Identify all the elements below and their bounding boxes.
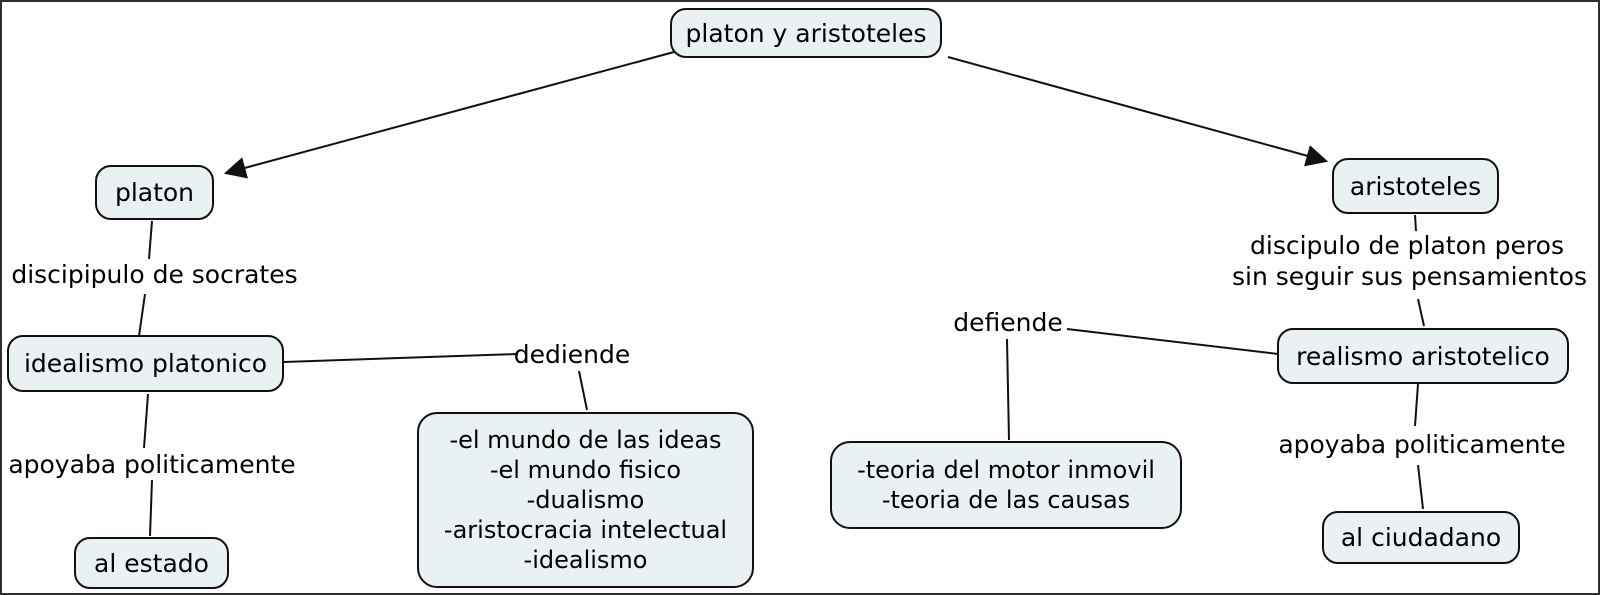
node-realismo-aristotelico[interactable]: realismo aristotelico [1277,328,1569,384]
node-platon[interactable]: platon [95,165,214,220]
node-platon-y-aristoteles[interactable]: platon y aristoteles [670,8,942,58]
link-label-apoyaba-politicamente-left[interactable]: apoyaba politicamente [8,450,296,479]
edge-apoyaba-to-alciudadano [1417,464,1424,510]
link-label-dediende[interactable]: dediende [513,340,631,369]
node-aristoteles[interactable]: aristoteles [1332,158,1499,214]
edge-defiende-to-teorias [1006,338,1010,441]
link-label-apoyaba-politicamente-right[interactable]: apoyaba politicamente [1278,430,1566,459]
node-label: platon [114,178,195,207]
node-idealismo-platonico[interactable]: idealismo platonico [7,335,284,392]
edge-idealismo-to-dediende [283,353,519,363]
list-item: -teoria de las causas [881,486,1131,514]
node-label: aristoteles [1349,171,1482,201]
link-label-line: sin seguir sus pensamientos [1232,262,1587,291]
node-label: platon y aristoteles [685,18,927,48]
node-ideas-list[interactable]: -el mundo de las ideas -el mundo fisico … [417,412,754,588]
link-label-discipulo-de-socrates[interactable]: discipipulo de socrates [11,260,298,289]
edge-root-to-platon [223,51,675,179]
edge-realismo-to-apoyaba [1414,383,1419,427]
edge-label-to-realismo [1417,298,1425,327]
link-label-discipulo-de-platon[interactable]: discipulo de platon peros sin seguir sus… [1232,230,1587,292]
list-item: -teoria del motor inmovil [857,456,1155,484]
node-al-estado[interactable]: al estado [74,537,229,589]
node-label: realismo aristotelico [1296,341,1550,371]
edge-platon-to-label [148,220,153,260]
edge-dediende-to-ideas [578,370,588,411]
list-item: -idealismo [523,546,648,574]
node-label: idealismo platonico [23,349,268,378]
edge-root-to-aristoteles [947,56,1329,167]
node-label: al estado [94,548,209,578]
list-item: -aristocracia intelectual [443,516,728,544]
edge-label-to-idealismo [138,293,146,337]
list-item: -el mundo de las ideas [449,426,722,454]
edge-aristoteles-to-label [1414,214,1417,232]
node-label: al ciudadano [1340,523,1502,552]
list-item: -dualismo [526,486,645,514]
link-label-line: discipulo de platon peros [1250,231,1564,260]
list-item: -el mundo fisico [489,456,682,484]
link-label-defiende[interactable]: defiende [953,308,1063,337]
edge-idealismo-to-apoyaba [143,393,149,449]
node-teorias-list[interactable]: -teoria del motor inmovil -teoria de las… [830,441,1182,529]
edge-apoyaba-to-alestado [149,479,153,537]
node-al-ciudadano[interactable]: al ciudadano [1322,511,1520,564]
edge-defiende-to-realismo [1066,328,1279,355]
